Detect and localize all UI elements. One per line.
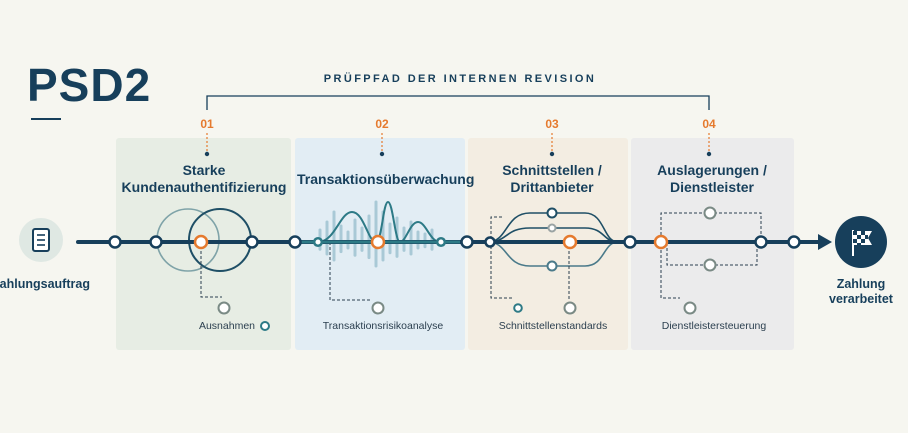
sub-label-exemptions: Ausnahmen xyxy=(198,320,256,332)
control-checkpoint-node xyxy=(653,234,669,250)
pillar-title-line1: Auslagerungen / xyxy=(657,162,767,178)
interface-lane-nodes xyxy=(546,207,558,272)
audit-drop-3 xyxy=(549,133,555,157)
process-node xyxy=(108,235,122,249)
audit-drop-1 xyxy=(204,133,210,157)
audit-bracket xyxy=(206,95,710,110)
pillar-title-interfaces: Schnittstellen / Drittanbieter xyxy=(467,162,637,196)
end-label-line1: Zahlung xyxy=(836,277,886,291)
process-node xyxy=(435,236,447,248)
pillar-number-04: 04 xyxy=(702,117,716,131)
process-node xyxy=(312,236,324,248)
audit-drop-2 xyxy=(379,133,385,157)
pillar-title-line1: Schnittstellen / xyxy=(502,162,602,178)
pillar-title-sca: Starke Kundenauthentifizierung xyxy=(119,162,289,196)
pillar-title-line2: Kundenauthentifizierung xyxy=(121,179,287,195)
pillar-title-line2: Dienstleister xyxy=(669,179,755,195)
end-label-line2: verarbeitet xyxy=(829,292,893,306)
process-node xyxy=(623,235,637,249)
page-title: PSD2 xyxy=(27,59,152,111)
pillar-title-line2: Drittanbieter xyxy=(510,179,594,195)
pillar-title-line2: Transaktionsüberwachung xyxy=(297,171,475,187)
pillar-title-monitoring: Transaktionsüberwachung xyxy=(297,171,475,188)
pillar-title-line1: Starke xyxy=(182,162,226,178)
process-node xyxy=(288,235,302,249)
end-label: Zahlung verarbeitet xyxy=(806,277,908,307)
sca-exemption-branch xyxy=(200,251,270,331)
end-node xyxy=(835,216,887,268)
process-node xyxy=(484,236,496,248)
process-node xyxy=(754,235,768,249)
control-checkpoint-node xyxy=(193,234,209,250)
title-underline xyxy=(31,118,61,120)
control-checkpoint-node xyxy=(370,234,386,250)
waveform-signal-line xyxy=(317,200,441,244)
pillar-number-01: 01 xyxy=(200,117,214,131)
start-label: Zahlungsauftrag xyxy=(0,277,90,291)
start-node xyxy=(19,218,63,262)
interface-standards-branch xyxy=(490,216,577,315)
sub-label-interface-standards: Schnittstellenstandards xyxy=(498,320,608,332)
monitoring-signal-waveform xyxy=(317,200,441,268)
process-node xyxy=(245,235,259,249)
control-checkpoint-node xyxy=(562,234,578,250)
pillar-title-outsourcing: Auslagerungen / Dienstleister xyxy=(627,162,797,196)
pillar-number-02: 02 xyxy=(375,117,389,131)
process-node xyxy=(149,235,163,249)
audit-trail-label: PRÜFPFAD DER INTERNEN REVISION xyxy=(323,73,597,85)
sub-label-risk-analysis: Transaktionsrisikoanalyse xyxy=(322,320,444,332)
audit-drop-4 xyxy=(706,133,712,157)
pillar-number-03: 03 xyxy=(545,117,559,131)
checkered-flag-icon xyxy=(852,230,872,256)
outsourcing-provider-nodes xyxy=(683,206,717,315)
process-nodes xyxy=(108,234,801,250)
risk-analysis-branch xyxy=(329,242,385,315)
sub-label-provider-management: Dienstleistersteuerung xyxy=(661,320,767,332)
process-arrowhead xyxy=(818,234,832,250)
process-node xyxy=(460,235,474,249)
process-node xyxy=(787,235,801,249)
